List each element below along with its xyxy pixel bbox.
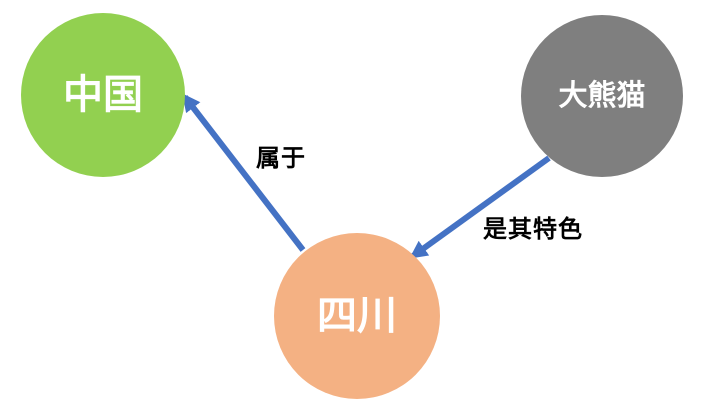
edge-panda-to-sichuan[interactable] [409,155,551,259]
node-sichuan-circle[interactable] [274,233,440,399]
node-sichuan: 四川 [274,233,440,399]
edge-label-is-its-specialty: 是其特色 [483,215,583,243]
node-china-circle[interactable] [21,13,185,177]
node-panda-circle[interactable] [521,15,683,177]
edge-label-belongs-to: 属于 [256,145,306,172]
node-panda: 大熊猫 [521,15,683,177]
node-china: 中国 [21,13,185,177]
edge-sichuan-to-china[interactable] [182,93,306,252]
